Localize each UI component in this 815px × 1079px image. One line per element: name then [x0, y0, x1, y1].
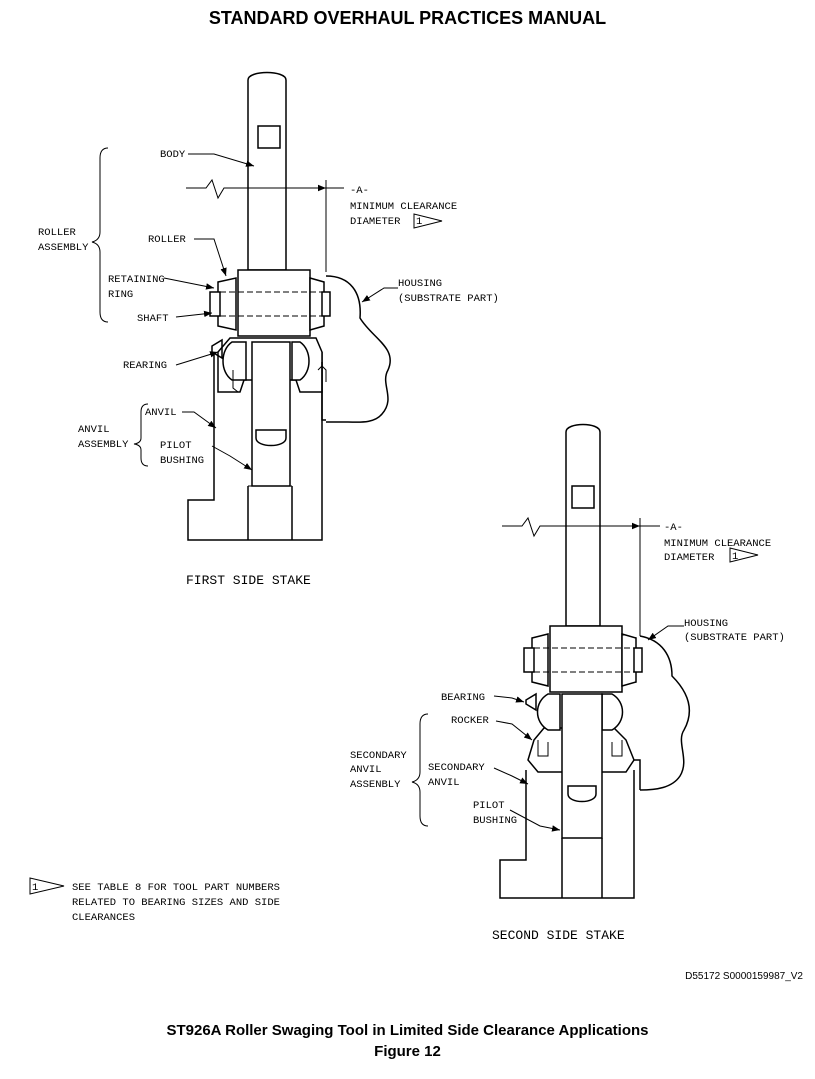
- body-window: [571, 485, 595, 509]
- clearance-flag-number: 1: [732, 551, 738, 563]
- label-pilot: PILOT: [160, 440, 192, 452]
- housing-substrate: [639, 635, 691, 791]
- label-retaining: RETAINING: [108, 274, 165, 286]
- label-bearing: REARING: [123, 360, 167, 372]
- left-bearing-ball: [222, 341, 247, 381]
- label-secondary-anvil: SECONDARY: [428, 762, 485, 774]
- label-body: BODY: [160, 149, 186, 161]
- secondary-anvil-assembly-brace: [411, 713, 429, 827]
- right-retaining-ring: [621, 633, 637, 687]
- label-bushing: BUSHING: [473, 815, 517, 827]
- second-side-stake-title: SECOND SIDE STAKE: [492, 928, 625, 943]
- clearance-flag-icon: [413, 213, 443, 229]
- first-side-stake-title: FIRST SIDE STAKE: [186, 573, 311, 588]
- pilot-plug: [255, 429, 287, 447]
- label-anvil: ANVIL: [145, 407, 177, 419]
- label-datum-a: -A-: [664, 522, 683, 534]
- label-roller: ROLLER: [148, 234, 187, 246]
- right-bearing-ball: [601, 693, 624, 731]
- tool-body: [247, 71, 287, 271]
- label-diameter: DIAMETER: [350, 216, 401, 228]
- note-line-1: SEE TABLE 8 FOR TOOL PART NUMBERS: [72, 882, 280, 894]
- manual-title: STANDARD OVERHAUL PRACTICES MANUAL: [208, 8, 607, 28]
- flag-note: 1 SEE TABLE 8 FOR TOOL PART NUMBERS RELA…: [29, 877, 280, 924]
- label-pilot: PILOT: [473, 800, 505, 812]
- label-anvil-assembly-2: ASSEMBLY: [78, 439, 129, 451]
- label-datum-a: -A-: [350, 185, 369, 197]
- label-bearing: BEARING: [441, 692, 485, 704]
- left-shaft-end: [209, 291, 221, 317]
- housing-substrate: [325, 275, 391, 423]
- caption-title: ST926A Roller Swaging Tool in Limited Si…: [166, 1022, 649, 1039]
- label-diameter: DIAMETER: [664, 552, 715, 564]
- second-side-stake-drawing: -A- MINIMUM CLEARANCE DIAMETER 1 HOUSING…: [350, 423, 785, 943]
- anvil-block: [187, 352, 323, 541]
- label-secondary-anvil-assembly-3: ASSENBLY: [350, 779, 401, 791]
- label-substrate-part: (SUBSTRATE PART): [398, 293, 499, 305]
- body-window: [257, 125, 281, 149]
- left-shaft-end: [523, 647, 535, 673]
- label-ring: RING: [108, 289, 133, 301]
- label-min-clearance: MINIMUM CLEARANCE: [664, 538, 771, 550]
- tool-body: [565, 423, 601, 627]
- anvil-assembly-brace: [133, 403, 149, 467]
- roller-block: [549, 625, 623, 693]
- clearance-break-line: [186, 178, 326, 200]
- pilot-bushing: [251, 341, 291, 487]
- clearance-flag-number: 1: [416, 216, 422, 228]
- label-substrate-part: (SUBSTRATE PART): [684, 632, 785, 644]
- label-secondary-anvil-2: ANVIL: [428, 777, 460, 789]
- right-bearing-ball: [291, 341, 310, 381]
- roller-assembly-brace: [91, 147, 109, 323]
- label-bushing: BUSHING: [160, 455, 204, 467]
- first-side-stake-drawing: BODY -A- MINIMUM CLEARANCE DIAMETER 1 RO…: [38, 71, 499, 588]
- right-shaft-end: [321, 291, 331, 317]
- drawing-id: D55172 S0000159987_V2: [685, 971, 803, 982]
- label-shaft: SHAFT: [137, 313, 169, 325]
- note-flag-number: 1: [32, 882, 38, 894]
- clearance-break-line: [502, 516, 640, 538]
- note-flag-icon: [29, 877, 65, 895]
- label-secondary-anvil-assembly: SECONDARY: [350, 750, 407, 762]
- label-secondary-anvil-assembly-2: ANVIL: [350, 764, 382, 776]
- note-line-3: CLEARANCES: [72, 912, 135, 924]
- left-bearing-ball: [536, 693, 561, 731]
- note-line-2: RELATED TO BEARING SIZES AND SIDE: [72, 897, 280, 909]
- label-anvil-assembly: ANVIL: [78, 424, 110, 436]
- label-roller-assembly-2: ASSEMBLY: [38, 242, 89, 254]
- clearance-flag-icon: [729, 547, 759, 563]
- roller-block: [237, 269, 311, 337]
- label-housing: HOUSING: [684, 618, 728, 630]
- label-rocker: ROCKER: [451, 715, 490, 727]
- pilot-bushing: [561, 693, 603, 839]
- label-housing: HOUSING: [398, 278, 442, 290]
- label-min-clearance: MINIMUM CLEARANCE: [350, 201, 457, 213]
- right-shaft-end: [633, 647, 643, 673]
- label-roller-assembly: ROLLER: [38, 227, 77, 239]
- pilot-plug: [567, 785, 597, 803]
- secondary-anvil-block: [499, 770, 635, 899]
- right-retaining-ring: [309, 277, 325, 331]
- figure-caption: ST926A Roller Swaging Tool in Limited Si…: [0, 1020, 815, 1062]
- caption-figure-number: Figure 12: [374, 1043, 441, 1060]
